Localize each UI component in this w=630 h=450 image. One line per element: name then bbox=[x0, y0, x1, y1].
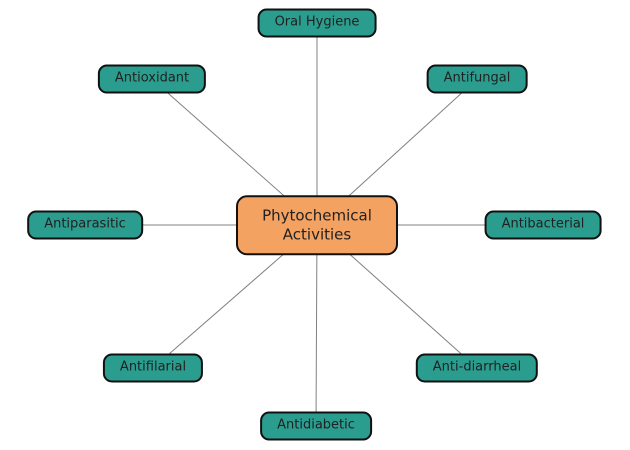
node-phytochemical-activities[interactable]: Phytochemical Activities bbox=[236, 195, 398, 255]
node-antioxidant[interactable]: Antioxidant bbox=[97, 64, 207, 94]
node-antidiabetic[interactable]: Antidiabetic bbox=[260, 411, 372, 441]
node-antifilarial[interactable]: Antifilarial bbox=[102, 353, 204, 383]
node-antifungal[interactable]: Antifungal bbox=[426, 64, 528, 94]
node-anti-diarrheal[interactable]: Anti-diarrheal bbox=[415, 353, 539, 383]
node-antibacterial[interactable]: Antibacterial bbox=[484, 210, 602, 240]
node-antiparasitic[interactable]: Antiparasitic bbox=[27, 210, 143, 240]
node-oral-hygiene[interactable]: Oral Hygiene bbox=[257, 8, 377, 38]
connector-line-bottom bbox=[315, 224, 318, 427]
